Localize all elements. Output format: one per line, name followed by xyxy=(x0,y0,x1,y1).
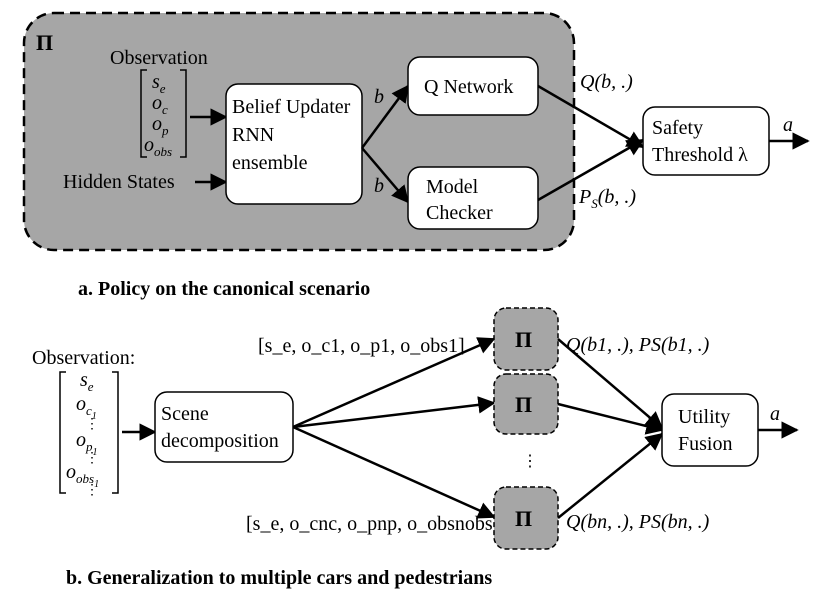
observation-vector-b: se oc1 ⋮ op1 ⋮ oobs1 ⋮ xyxy=(66,369,99,498)
arrow-qnet-to-safety xyxy=(537,84,645,149)
action-label-b: a xyxy=(770,403,780,425)
q-output-label: Q(b, .) xyxy=(580,71,633,93)
arrow-belief-to-checker xyxy=(361,147,410,204)
model-checker-box xyxy=(407,166,539,230)
pi-box-bottom-label: Π xyxy=(515,506,532,531)
action-label-a: a xyxy=(783,114,793,136)
arrow-belief-to-qnet xyxy=(360,84,410,149)
obs-b-vdots-3: ⋮ xyxy=(85,483,99,498)
b-label-top: b xyxy=(374,86,384,108)
obs-b-se: se xyxy=(80,369,94,394)
arrow-scene-to-pi-bottom xyxy=(292,425,496,519)
utility-fusion-box xyxy=(661,393,759,467)
policy-pi-label: Π xyxy=(36,30,53,55)
output-label-bottom: Q(bn, .), PS(bn, .) xyxy=(566,511,710,533)
belief-updater-box xyxy=(225,83,363,205)
obs-se: se xyxy=(152,71,166,96)
pi-box-mid-label: Π xyxy=(515,392,532,417)
belief-updater-label: Belief Updater RNN ensemble xyxy=(232,96,355,174)
obs-b-vdots-1: ⋮ xyxy=(85,417,99,432)
obs-oc: oc xyxy=(152,92,168,117)
pi-box-top-label: Π xyxy=(515,327,532,352)
obs-bracket-right xyxy=(180,69,187,158)
ps-output-label: PS(b, .) xyxy=(578,186,636,211)
observation-vector: se oc op oobs xyxy=(144,71,172,159)
obs-b-bracket-left xyxy=(59,371,66,494)
observation-label: Observation xyxy=(110,47,208,69)
b-label-bottom: b xyxy=(374,175,384,197)
arrow-pi-top-to-fusion xyxy=(557,338,664,430)
arrow-scene-to-pi-top xyxy=(292,337,496,429)
obs-bracket-left xyxy=(140,69,147,158)
obs-oobs: oobs xyxy=(144,134,172,159)
caption-a: a. Policy on the canonical scenario xyxy=(78,278,370,300)
arrow-checker-to-safety xyxy=(537,138,645,202)
safety-threshold-label: Safety Threshold λ xyxy=(652,117,748,166)
arrow-scene-to-pi-mid xyxy=(292,396,496,429)
obs-b-bracket-right xyxy=(112,371,119,494)
obs-b-oobs1: oobs1 xyxy=(66,461,99,490)
pi-box-bottom xyxy=(493,486,559,550)
pi-vertical-ellipsis: ⋮ xyxy=(522,453,538,470)
observation-label-b: Observation: xyxy=(32,347,135,369)
hidden-states-label: Hidden States xyxy=(63,171,175,193)
q-network-label: Q Network xyxy=(424,76,513,98)
model-checker-label: Model Checker xyxy=(426,176,493,224)
scene-decomposition-label: Scene decomposition xyxy=(161,403,279,452)
input-label-bottom: [s_e, o_cnc, o_pnp, o_obsnobs] xyxy=(246,513,499,535)
obs-op: op xyxy=(152,113,169,138)
arrow-pi-bottom-to-fusion xyxy=(557,432,664,519)
utility-fusion-label: Utility Fusion xyxy=(678,406,735,455)
pi-box-top xyxy=(493,307,559,371)
obs-b-oc1: oc1 xyxy=(76,393,97,422)
arrow-pi-mid-to-fusion xyxy=(557,402,664,435)
obs-b-vdots-2: ⋮ xyxy=(85,451,99,466)
caption-b: b. Generalization to multiple cars and p… xyxy=(66,567,492,589)
output-label-top: Q(b1, .), PS(b1, .) xyxy=(566,334,710,356)
obs-b-op1: op1 xyxy=(76,429,98,458)
input-label-top: [s_e, o_c1, o_p1, o_obs1] xyxy=(258,335,465,357)
